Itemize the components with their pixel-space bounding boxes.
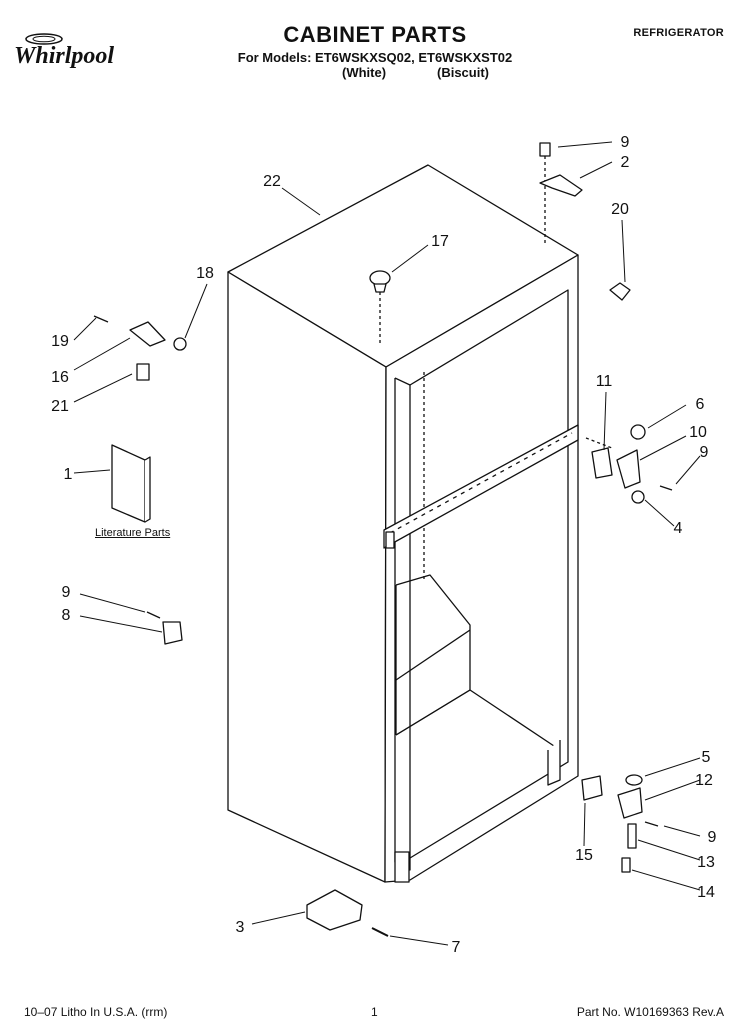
left-hinge-parts: [93, 315, 187, 381]
callout-17: 17: [431, 233, 449, 250]
page-title: CABINET PARTS: [283, 22, 467, 47]
bottom-hinge-parts: [581, 774, 659, 873]
whirlpool-logo: Whirlpool: [14, 33, 114, 69]
model-list: For Models: ET6WSKXSQ02, ET6WSKXST02: [237, 50, 513, 65]
appliance-category: REFRIGERATOR: [633, 27, 724, 39]
callout-15: 15: [575, 847, 593, 864]
leader-lines: [73, 141, 701, 946]
callout-11: 11: [596, 373, 613, 390]
brand-name: Whirlpool: [14, 43, 114, 69]
callout-9-left: 9: [62, 584, 71, 601]
callout-3: 3: [236, 919, 245, 936]
callout-19: 19: [51, 333, 69, 350]
color-biscuit: (Biscuit): [437, 65, 489, 80]
part-number: Part No. W10169363 Rev.A: [576, 1005, 724, 1019]
callout-9-top: 9: [621, 134, 630, 151]
callout-20: 20: [611, 201, 629, 218]
callout-21: 21: [51, 398, 69, 415]
callout-4: 4: [674, 520, 683, 537]
callout-12: 12: [695, 772, 713, 789]
center-hinge-parts: [585, 424, 673, 504]
mullion-bar: [383, 424, 579, 549]
callout-7: 7: [452, 939, 461, 956]
page-number: 1: [371, 1005, 378, 1019]
top-hinge-assembly: [539, 142, 631, 301]
callout-1: 1: [64, 466, 73, 483]
callout-10: 10: [689, 424, 707, 441]
callout-5: 5: [702, 749, 711, 766]
callout-9-center: 9: [700, 444, 709, 461]
callout-9-bottom: 9: [708, 829, 717, 846]
door-stop-parts: [146, 611, 183, 645]
callout-22: 22: [263, 173, 281, 190]
callout-6: 6: [696, 396, 705, 413]
color-white: (White): [342, 65, 387, 80]
callout-14: 14: [697, 884, 715, 901]
callout-16: 16: [51, 369, 69, 386]
literature-parts-label: Literature Parts: [95, 527, 171, 539]
leveler-parts: [306, 889, 389, 937]
plug-part: [369, 270, 391, 345]
interior-compartment: [395, 574, 561, 786]
callout-8: 8: [62, 607, 71, 624]
literature-book: [111, 444, 151, 523]
print-info: 10–07 Litho In U.S.A. (rrm): [24, 1005, 168, 1019]
callout-13: 13: [697, 854, 715, 871]
cabinet-shell: [227, 164, 579, 883]
callout-2: 2: [621, 154, 630, 171]
callout-18: 18: [196, 265, 214, 282]
